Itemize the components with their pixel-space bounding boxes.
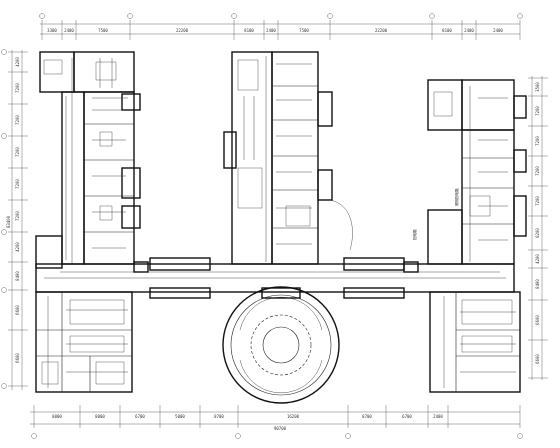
dim-left-3: 7200 bbox=[15, 115, 20, 125]
dim-top-3: 7500 bbox=[98, 28, 108, 33]
dim-top-9: 8100 bbox=[442, 28, 452, 33]
main-corridor bbox=[35, 257, 515, 299]
dim-bottom-8: 6700 bbox=[402, 414, 412, 419]
left-wing bbox=[35, 51, 141, 269]
dim-left-7: 4200 bbox=[15, 242, 20, 252]
center-wing-note: 照明配电箱 bbox=[454, 188, 459, 206]
right-wing-note: 配电箱 bbox=[412, 229, 417, 240]
bottom-dimension-chain: 8000 8000 6700 5000 8700 16200 8700 6700… bbox=[30, 405, 521, 431]
dim-top-7: 7500 bbox=[299, 28, 309, 33]
dim-bottom-4: 5000 bbox=[175, 414, 185, 419]
dim-left-6: 7200 bbox=[15, 211, 20, 221]
dim-left-5: 7200 bbox=[15, 179, 20, 189]
dim-left-4: 7200 bbox=[15, 147, 20, 157]
dim-top-11: 2400 bbox=[493, 28, 503, 33]
dim-bottom-1: 8000 bbox=[52, 414, 62, 419]
dim-bottom-7: 8700 bbox=[362, 414, 372, 419]
left-dimension-chain: 4200 7200 7200 7200 7200 7200 4200 8400 … bbox=[6, 50, 28, 390]
lower-right-block bbox=[429, 291, 521, 393]
dim-top-1: 3300 bbox=[47, 28, 57, 33]
dim-right-5: 7200 bbox=[535, 196, 540, 206]
lower-left-block bbox=[35, 291, 133, 393]
dim-top-10: 2400 bbox=[464, 28, 474, 33]
dim-top-6: 2400 bbox=[266, 28, 276, 33]
dim-right-9: 6600 bbox=[535, 315, 540, 325]
dim-bottom-3: 6700 bbox=[135, 414, 145, 419]
dim-bottom-6: 16200 bbox=[287, 414, 300, 419]
dim-right-10: 6600 bbox=[535, 354, 540, 364]
dim-left-2: 7200 bbox=[15, 83, 20, 93]
dim-top-4: 22200 bbox=[176, 28, 189, 33]
dim-right-6: 8200 bbox=[535, 228, 540, 238]
dim-right-2: 7200 bbox=[535, 106, 540, 116]
dim-bottom-total: 90700 bbox=[274, 426, 287, 431]
dim-left-10: 6600 bbox=[15, 353, 20, 363]
dim-bottom-5: 8700 bbox=[214, 414, 224, 419]
dim-right-8: 8400 bbox=[535, 279, 540, 289]
dim-right-7: 4200 bbox=[535, 254, 540, 264]
round-hall bbox=[222, 286, 340, 404]
dim-bottom-2: 8000 bbox=[95, 414, 105, 419]
dim-right-4: 7200 bbox=[535, 166, 540, 176]
dim-left-1: 4200 bbox=[15, 57, 20, 67]
top-dimension-chain: 3300 2400 7500 22200 8100 2400 7500 2220… bbox=[40, 20, 521, 40]
center-wing bbox=[223, 51, 353, 265]
dim-left-9: 6600 bbox=[15, 305, 20, 315]
dim-right-1: 3500 bbox=[535, 82, 540, 92]
right-dimension-chain: 3500 7200 7200 7200 7200 8200 4200 8400 … bbox=[528, 76, 548, 380]
dim-right-3: 7200 bbox=[535, 136, 540, 146]
axis-bubbles bbox=[1, 13, 523, 439]
dim-top-8: 22200 bbox=[375, 28, 388, 33]
dim-left-8: 8400 bbox=[15, 271, 20, 281]
dim-top-5: 8100 bbox=[244, 28, 254, 33]
dim-top-2: 2400 bbox=[64, 28, 74, 33]
right-wing: 配电箱 照明配电箱 bbox=[412, 79, 527, 265]
dim-left-total: 83400 bbox=[6, 215, 11, 228]
dim-bottom-9: 2400 bbox=[433, 414, 443, 419]
